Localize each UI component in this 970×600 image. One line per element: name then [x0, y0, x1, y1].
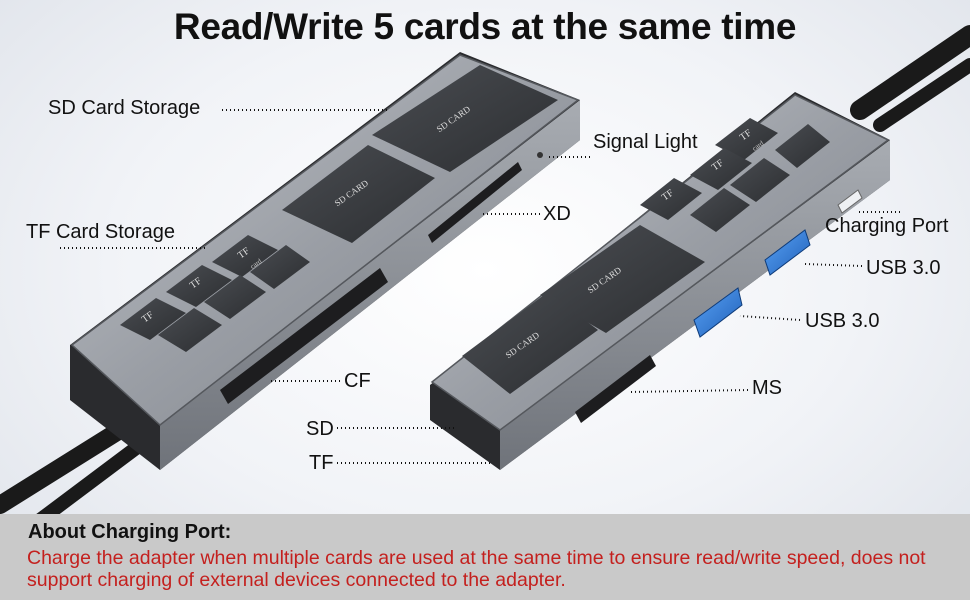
label-tf-card-storage: TF Card Storage: [26, 221, 175, 243]
label-usb-upper: USB 3.0: [866, 257, 941, 279]
usb-port-upper: [764, 229, 811, 276]
charging-note-panel: About Charging Port: Charge the adapter …: [0, 514, 970, 600]
ms-slot: [575, 355, 656, 423]
label-usb-lower: USB 3.0: [805, 310, 880, 332]
label-cf: CF: [344, 370, 371, 392]
sd-storage-cards-left: [282, 65, 558, 243]
tf-storage-cards-right: [640, 118, 830, 232]
label-sd-card-storage: SD Card Storage: [48, 97, 201, 119]
xd-slot: [428, 162, 522, 243]
label-xd: XD: [543, 203, 571, 225]
sd-storage-cards-right: [462, 225, 705, 394]
label-charging-port: Charging Port: [825, 215, 949, 237]
tf-storage-cards-left: [120, 235, 310, 352]
label-ms: MS: [752, 377, 782, 399]
leader-lines: [60, 109, 900, 464]
cable-right: [850, 25, 970, 132]
cable-left: [0, 421, 147, 527]
reader-right: [430, 92, 890, 470]
signal-light: [537, 152, 543, 158]
page-title: Read/Write 5 cards at the same time: [173, 6, 797, 47]
usb-port-lower: [693, 287, 743, 338]
charging-port: [837, 189, 863, 214]
label-sd: SD: [306, 418, 334, 440]
charging-note-heading: About Charging Port:: [28, 521, 232, 543]
cf-slot: [220, 268, 388, 404]
label-signal-light: Signal Light: [593, 131, 698, 153]
label-tf: TF: [309, 452, 334, 474]
reader-left: [70, 52, 580, 470]
charging-note-body: Charge the adapter when multiple cards a…: [27, 547, 926, 591]
